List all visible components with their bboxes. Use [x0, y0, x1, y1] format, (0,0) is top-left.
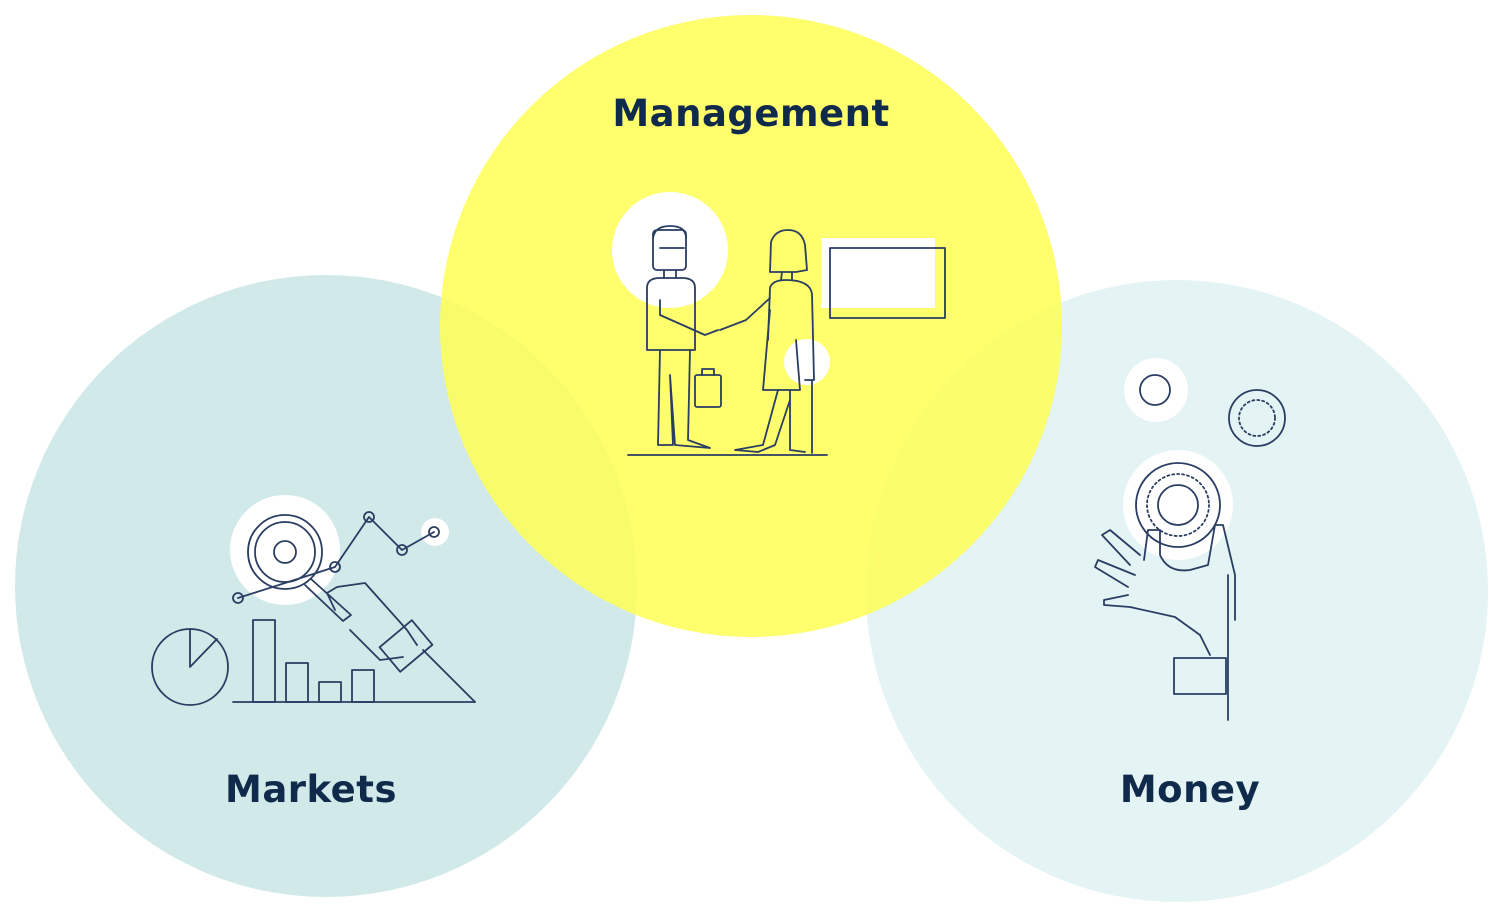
- markets-label: Markets: [225, 768, 397, 811]
- management-circle: [440, 15, 1062, 637]
- handshake-icon: [612, 192, 946, 456]
- management-label: Management: [612, 92, 890, 135]
- market-analysis-icon: [151, 495, 476, 706]
- money-label: Money: [1119, 768, 1261, 811]
- coin-hand-icon: [1094, 358, 1286, 721]
